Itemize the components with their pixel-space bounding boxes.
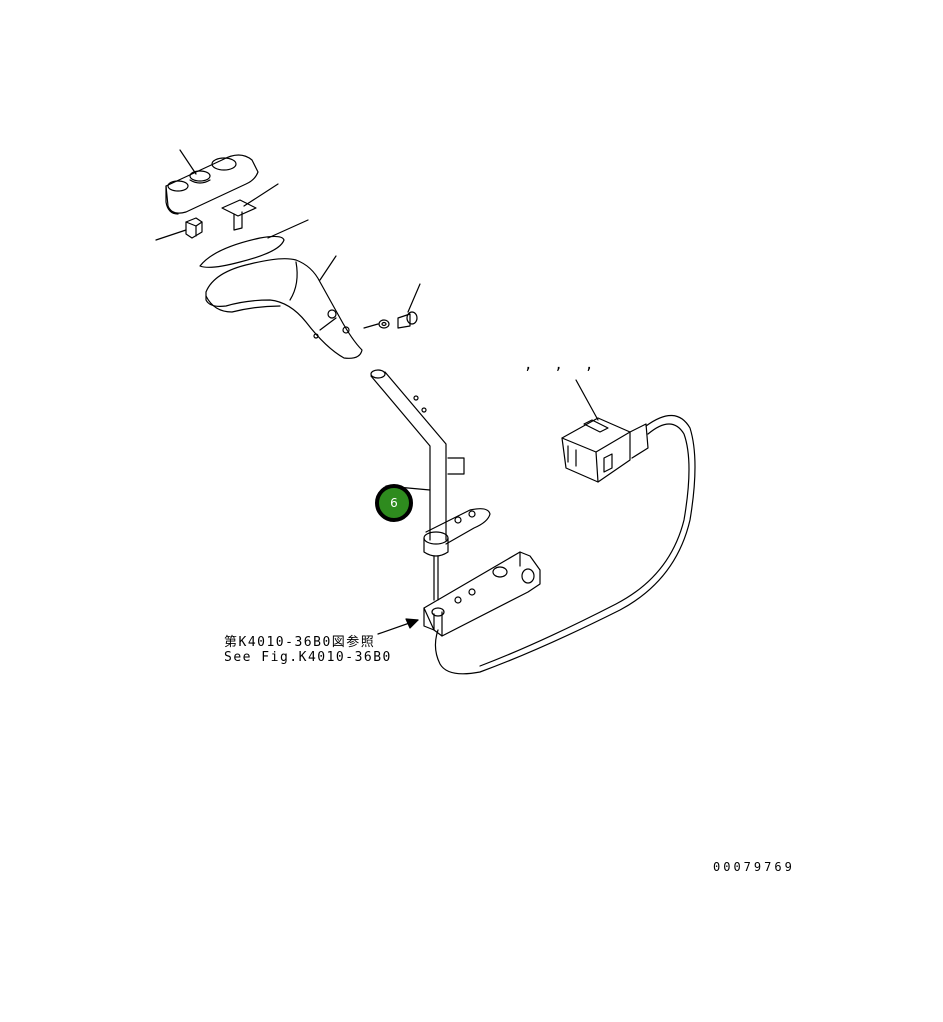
mounting-bracket [423, 551, 541, 637]
reference-note-jp: 第K4010-36B0図参照 [224, 635, 376, 650]
wire-harness [434, 414, 696, 675]
drawing-number: 00079769 [713, 860, 795, 874]
reference-note-en: See Fig.K4010-36B0 [224, 650, 392, 665]
small-knob [155, 217, 203, 241]
reference-arrow [377, 618, 419, 635]
gasket-plate [199, 219, 309, 268]
t-key [221, 183, 279, 231]
rod-bracket [423, 508, 491, 601]
switch-panel [165, 149, 259, 215]
part-callout[interactable]: 6 [375, 484, 413, 522]
grip-housing [205, 255, 363, 359]
wire-connector [561, 379, 649, 483]
part-callout-number: 6 [390, 496, 398, 510]
washer-and-screw [363, 283, 421, 329]
connector-label-commas: ,,, [524, 357, 616, 373]
